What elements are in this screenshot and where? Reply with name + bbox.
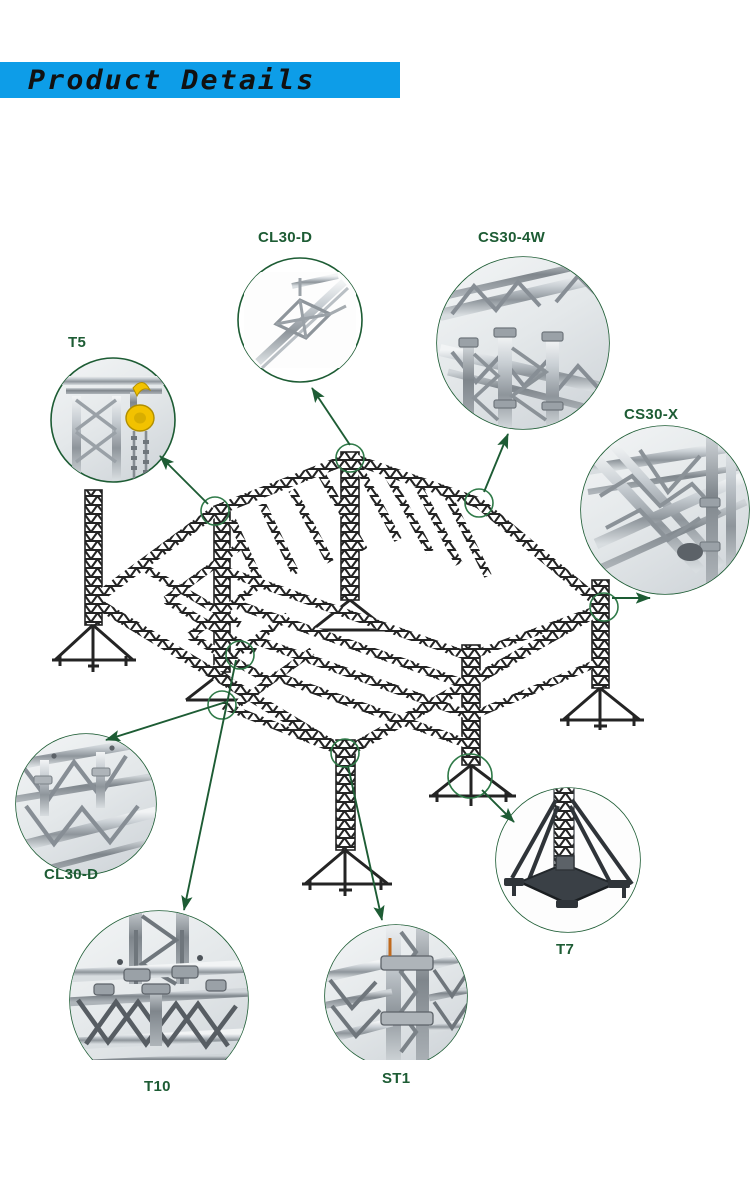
eave-left-front [90, 596, 348, 758]
hotspot-base-right [447, 753, 493, 799]
roof-truss-frame [89, 452, 608, 758]
callout-circle-cs30-x[interactable] [580, 425, 750, 595]
arrow-to-t5 [159, 455, 209, 505]
callout-label-t5: T5 [68, 334, 87, 351]
perimeter-beams [89, 498, 608, 758]
product-detail-diagram: T5 CL30-D CS30-4W CS30-X CL30-D T10 ST1 … [0, 100, 750, 1095]
product-details-banner: Product Details [0, 62, 400, 98]
eave-left-rear [89, 506, 219, 606]
hotspot-mid-post [225, 640, 255, 670]
callout-label-cs30-x: CS30-X [624, 406, 679, 423]
lower-tie-beams [138, 562, 606, 757]
structure-hotspots [200, 443, 619, 799]
eave-front-right [342, 602, 607, 758]
callout-circle-t5[interactable] [50, 357, 176, 483]
truss-structure [52, 451, 644, 896]
page-title: Product Details [28, 64, 316, 96]
tower-left [52, 489, 136, 672]
hotspot-left-ridge [200, 496, 230, 526]
arrow-to-cs30-4w [483, 433, 509, 493]
arrow-to-cl30d-top [311, 387, 351, 446]
truss-illustration [10, 256, 750, 1060]
callout-label-st1: ST1 [382, 1070, 411, 1087]
hotspot-right-ridge [464, 488, 494, 518]
callout-label-t10: T10 [144, 1078, 171, 1095]
callout-label-t7: T7 [556, 941, 575, 958]
ridge-beam-right [348, 452, 481, 509]
ridge-beam [212, 452, 353, 517]
callout-label-cl30d-top: CL30-D [258, 229, 313, 246]
callout-label-cs30-4w: CS30-4W [478, 229, 546, 246]
hotspot-right-eave [589, 592, 619, 622]
hotspot-front-post [207, 690, 237, 720]
eave-rear-right [475, 498, 608, 612]
arrow-to-st1 [347, 765, 385, 921]
callout-arrows [105, 387, 651, 921]
arrow-to-t10 [181, 659, 237, 911]
callout-circle-st1[interactable] [322, 920, 468, 1060]
callout-circle-cl30d-top[interactable] [237, 257, 363, 383]
tower-front-left [302, 739, 392, 896]
callout-label-cl30d-bot: CL30-D [44, 866, 99, 883]
arrow-to-cl30d-bot [105, 701, 227, 742]
callout-circle-cs30-4w[interactable] [436, 256, 610, 431]
callout-circle-t10[interactable] [66, 906, 252, 1060]
hotspot-base-post [330, 738, 360, 768]
callout-circle-t7[interactable] [495, 786, 641, 933]
arrow-to-t7 [481, 789, 515, 823]
callout-circle-cl30d-bottom[interactable] [10, 733, 157, 876]
roof-ribs-front [228, 460, 492, 589]
